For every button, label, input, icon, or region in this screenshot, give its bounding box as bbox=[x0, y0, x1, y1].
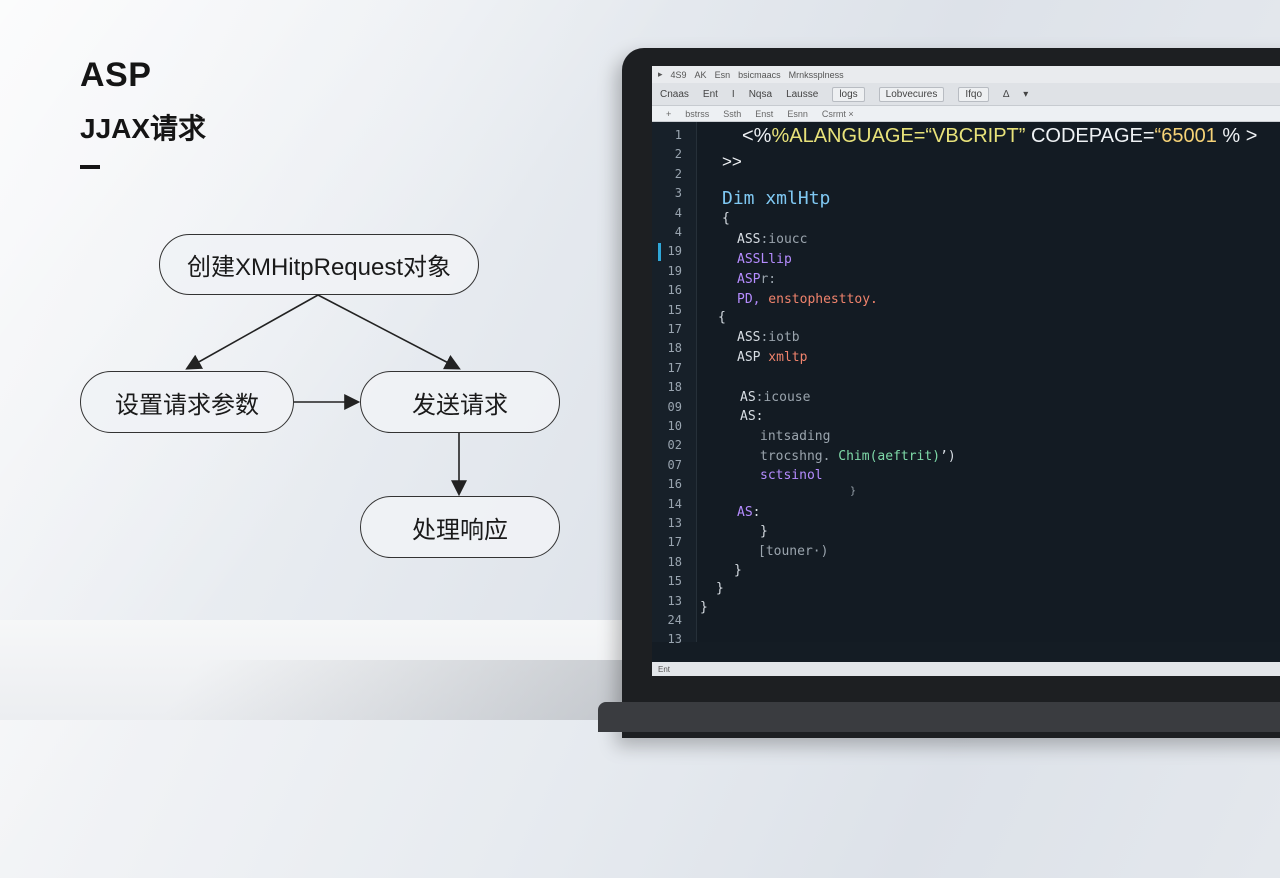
line-number: 09 bbox=[667, 399, 682, 414]
code-line: { bbox=[722, 211, 730, 226]
arrow-create-to-params bbox=[185, 294, 319, 370]
code-line: AS: bbox=[737, 505, 761, 520]
line-number: 16 bbox=[667, 283, 682, 298]
line-number: 4 bbox=[674, 205, 682, 220]
dropdown-icon[interactable]: ▾ bbox=[1023, 88, 1029, 100]
line-number: 17 bbox=[667, 360, 682, 375]
line-number: 19 bbox=[667, 244, 682, 259]
code-line: AS: bbox=[740, 409, 764, 424]
line-number: 16 bbox=[667, 477, 682, 492]
code-line: } bbox=[716, 581, 724, 596]
menu-item[interactable]: Mrnkssplness bbox=[788, 69, 844, 80]
editor-statusbar: Ent bbox=[652, 662, 1280, 676]
menu-item[interactable]: ▸ bbox=[658, 69, 663, 79]
toolbar-item[interactable]: Ent bbox=[702, 88, 718, 100]
line-number: 2 bbox=[674, 166, 682, 181]
line-number: 18 bbox=[667, 341, 682, 356]
toolbar-button[interactable]: logs bbox=[832, 86, 865, 102]
line-number: 15 bbox=[667, 302, 682, 317]
line-number: 3 bbox=[674, 186, 682, 201]
code-editor[interactable]: 1 2 2 3 4 4 19 19 16 15 17 18 17 18 09 10 02 07 16 14 13 17 18… bbox=[652, 122, 1280, 646]
slide-title-block: ASP JJAX请求 bbox=[80, 56, 206, 169]
arrow-create-to-send bbox=[317, 294, 461, 370]
code-line: ASPr: bbox=[737, 272, 777, 287]
toolbar-icon[interactable]: ∆ bbox=[1003, 88, 1010, 100]
tab[interactable]: bstrss bbox=[685, 108, 710, 119]
code-line: } bbox=[760, 524, 768, 539]
tab[interactable]: Csrmt × bbox=[821, 108, 854, 119]
editor-toolbar: Cnaas Ent I Nqsa Lausse logs Lobvecures … bbox=[652, 83, 1280, 106]
line-number: 17 bbox=[667, 322, 682, 336]
line-number: 4 bbox=[674, 225, 682, 239]
laptop-base bbox=[598, 702, 1280, 732]
toolbar-item[interactable]: I bbox=[731, 88, 735, 100]
editor-tabbar: + bstrss Ssth Enst Esnn Csrmt × bbox=[652, 106, 1280, 122]
code-line: } bbox=[700, 600, 708, 615]
line-number: 2 bbox=[674, 147, 682, 162]
line-number: 18 bbox=[667, 554, 682, 569]
node-set-params: 设置请求参数 bbox=[80, 371, 294, 433]
slide-subtitle: JJAX请求 bbox=[80, 113, 207, 144]
code-line: sctsinol bbox=[760, 468, 823, 483]
line-number: 17 bbox=[667, 535, 682, 550]
current-line-marker bbox=[658, 243, 661, 261]
toolbar-item[interactable]: Lausse bbox=[786, 88, 819, 100]
tab[interactable]: Enst bbox=[755, 108, 774, 119]
node-handle-response: 处理响应 bbox=[360, 496, 560, 558]
code-line: PD, enstophesttoy. bbox=[737, 292, 878, 307]
code-line-dim: Dim xmlHtp bbox=[722, 188, 831, 209]
editor-menubar: ▸ 4S9 AK Esn bsicmaacs Mrnkssplness bbox=[652, 66, 1280, 83]
slide-title: ASP bbox=[80, 56, 152, 94]
code-line: AS:icouse bbox=[740, 390, 811, 405]
line-number: 15 bbox=[667, 574, 682, 589]
laptop-screen: ▸ 4S9 AK Esn bsicmaacs Mrnkssplness Cnaa… bbox=[652, 66, 1280, 676]
node-send-request: 发送请求 bbox=[360, 371, 560, 433]
code-line: ASS:ioucc bbox=[737, 232, 808, 247]
line-number: 19 bbox=[667, 263, 682, 278]
code-line: { bbox=[718, 310, 726, 325]
menu-item[interactable]: Esn bbox=[714, 69, 731, 80]
line-number: 13 bbox=[667, 632, 682, 647]
code-line: ASP xmltp bbox=[737, 350, 808, 365]
node-create-xhr: 创建XMHitpRequest对象 bbox=[159, 234, 479, 295]
menu-item[interactable]: AK bbox=[694, 69, 707, 80]
line-number-gutter bbox=[652, 122, 697, 642]
add-tab-icon[interactable]: + bbox=[666, 108, 672, 119]
menu-item[interactable]: 4S9 bbox=[670, 69, 687, 80]
line-number: 1 bbox=[674, 128, 682, 142]
toolbar-button[interactable]: Ifqo bbox=[958, 86, 990, 102]
status-text: Ent bbox=[658, 664, 671, 674]
code-line: intsading bbox=[760, 429, 831, 444]
code-line: [touner·) bbox=[758, 544, 829, 559]
line-number: 18 bbox=[667, 380, 682, 395]
toolbar-button[interactable]: Lobvecures bbox=[878, 86, 945, 102]
title-divider bbox=[80, 165, 100, 169]
code-line: <%%ALANGUAGE=“VBCRIPT” CODEPAGE=“65001 %… bbox=[742, 125, 1258, 147]
menu-item[interactable]: bsicmaacs bbox=[738, 69, 781, 80]
line-number: 13 bbox=[667, 516, 682, 530]
tab[interactable]: Esnn bbox=[787, 108, 808, 119]
code-line: ASS:iotb bbox=[737, 330, 800, 345]
code-line: >> bbox=[722, 152, 742, 171]
line-number: 14 bbox=[667, 496, 682, 511]
line-number: 24 bbox=[667, 613, 682, 627]
code-line: ASSLlip bbox=[737, 252, 792, 267]
code-line: } bbox=[850, 486, 857, 497]
code-line: } bbox=[734, 563, 742, 578]
line-number: 10 bbox=[667, 419, 682, 433]
line-number: 07 bbox=[667, 457, 682, 472]
code-line: trocshng. Chim(aeftrit)’) bbox=[760, 449, 956, 464]
tab[interactable]: Ssth bbox=[723, 108, 742, 119]
line-number: 13 bbox=[667, 593, 682, 608]
toolbar-item[interactable]: Cnaas bbox=[660, 88, 689, 100]
flowchart-connectors bbox=[185, 294, 467, 497]
toolbar-item[interactable]: Nqsa bbox=[748, 88, 773, 100]
line-number: 02 bbox=[667, 438, 682, 453]
